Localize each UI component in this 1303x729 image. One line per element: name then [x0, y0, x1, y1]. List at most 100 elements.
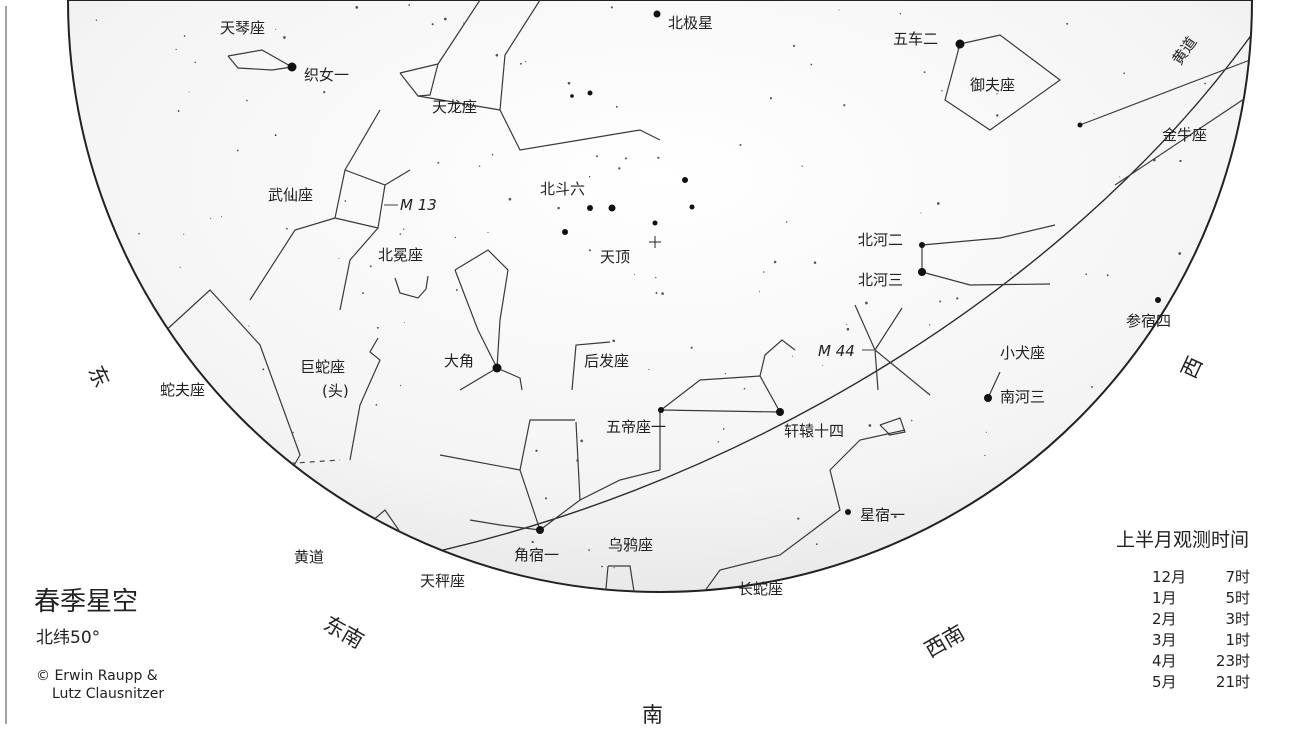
faint-star [588, 549, 591, 551]
faint-star [899, 12, 902, 15]
faint-star [431, 23, 434, 26]
label-draco: 天龙座 [432, 98, 477, 116]
star-procyon [984, 394, 992, 402]
faint-star [246, 99, 248, 102]
faint-star [633, 273, 636, 276]
faint-star [1106, 274, 1109, 277]
faint-star [769, 97, 773, 100]
label-ophiuchus: 蛇夫座 [160, 381, 205, 399]
faint-star [1178, 252, 1182, 255]
obs-month-5: 5月 [1152, 673, 1177, 691]
faint-star [655, 276, 657, 279]
faint-star [399, 233, 402, 235]
faint-star [403, 321, 405, 323]
faint-star [941, 89, 943, 92]
star-arcturus [492, 363, 502, 373]
faint-star [376, 326, 379, 329]
hydra-lines [479, 429, 906, 592]
faint-star [274, 134, 277, 137]
label-m13: M 13 [400, 196, 437, 214]
virgo-leg [469, 519, 541, 531]
faint-star [183, 233, 185, 235]
obs-time-1: 5时 [1225, 589, 1250, 607]
dir-southwest: 西南 [921, 621, 969, 663]
faint-star [612, 339, 615, 343]
label-vega: 织女一 [304, 66, 349, 84]
faint-star [275, 28, 277, 30]
corvus-lines [604, 565, 636, 592]
faint-star [588, 249, 591, 252]
faint-star [773, 260, 777, 264]
gemini-lines1 [921, 224, 1056, 246]
dir-east: 东 [83, 362, 114, 391]
faint-star [567, 81, 571, 85]
taurus-lines1 [1079, 59, 1251, 126]
obs-month-3: 3月 [1152, 631, 1177, 649]
star-draco-b [570, 94, 574, 98]
faint-star [478, 165, 481, 167]
corona-borealis-lines [394, 275, 429, 299]
faint-star [262, 368, 265, 371]
faint-star [557, 206, 560, 210]
faint-star [739, 143, 742, 147]
faint-star [722, 428, 725, 430]
label-pollux: 北河三 [858, 271, 903, 289]
faint-star [858, 236, 861, 239]
faint-star [717, 440, 720, 443]
label-polaris: 北极星 [668, 14, 713, 32]
dir-west: 西 [1177, 353, 1208, 382]
bootes-tail [496, 367, 523, 391]
faint-star [792, 355, 794, 357]
obs-month-0: 12月 [1152, 568, 1186, 586]
faint-star [236, 149, 239, 152]
taurus-lines2 [1114, 94, 1251, 186]
faint-star [846, 323, 848, 325]
label-denebola: 五帝座一 [606, 418, 666, 436]
draco-tail-lines [499, 109, 661, 151]
obs-month-1: 1月 [1152, 589, 1177, 607]
star-betelgeuse [1155, 297, 1161, 303]
faint-star [985, 431, 987, 433]
star-castor [919, 242, 925, 248]
faint-star [369, 265, 372, 268]
faint-star [588, 175, 591, 178]
label-canis-minor: 小犬座 [1000, 344, 1045, 362]
virgo-arm [519, 419, 575, 471]
faint-star [210, 217, 212, 219]
faint-star [1204, 82, 1206, 85]
star-dubhe [682, 177, 688, 183]
faint-star [910, 419, 913, 422]
star-merak [689, 204, 695, 210]
cancer-lines2 [874, 349, 931, 396]
faint-star [661, 292, 664, 295]
star-vega [287, 62, 297, 72]
label-capella: 五车二 [893, 30, 938, 48]
faint-star [283, 36, 286, 39]
zenith-marker [649, 236, 661, 248]
label-corvus: 乌鸦座 [608, 536, 653, 554]
faint-star [822, 364, 824, 367]
faint-star [785, 221, 788, 223]
faint-star [690, 346, 693, 349]
faint-star [408, 4, 411, 6]
star-draco-a [587, 90, 593, 96]
sky-content [95, 0, 1252, 592]
faint-star [1119, 176, 1121, 178]
faint-star [801, 165, 803, 167]
observation-heading: 上半月观测时间 [1116, 529, 1249, 551]
title-block: 春季星空 北纬50° © Erwin Raupp & Lutz Clausnit… [34, 587, 164, 702]
faint-star [996, 93, 998, 95]
faint-star [362, 292, 364, 295]
label-spica: 角宿一 [514, 546, 559, 564]
obs-month-4: 4月 [1152, 652, 1177, 670]
faint-star [813, 261, 817, 264]
faint-star [292, 431, 295, 434]
obs-time-5: 21时 [1216, 673, 1250, 691]
faint-star [443, 17, 447, 21]
faint-star [455, 288, 458, 291]
star-pollux [918, 268, 926, 276]
faint-star [758, 291, 761, 293]
faint-star [290, 195, 294, 198]
bright-stars [287, 10, 1161, 534]
